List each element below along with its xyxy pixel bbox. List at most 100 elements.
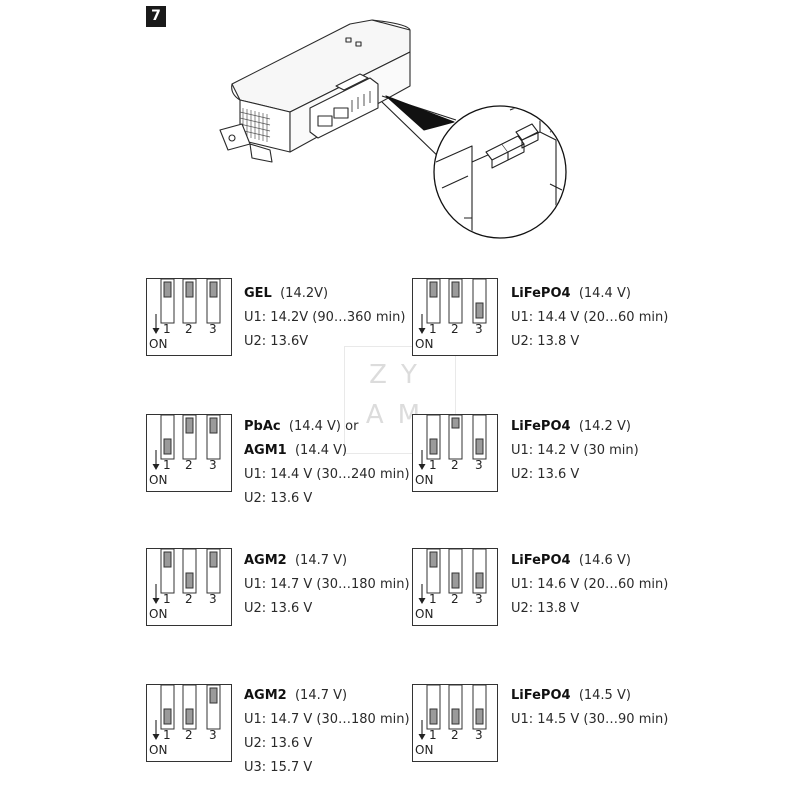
charge-profile-description: AGM2 (14.7 V)U1: 14.7 V (30…180 min) U2: … [244,684,410,780]
voltage-value: (14.2V) [280,286,329,301]
dip-switch-knob [163,708,172,725]
profile-line: U1: 14.4 V (20…60 min) [511,306,668,330]
charge-profile-description: LiFePO4 (14.4 V)U1: 14.4 V (20…60 min)U2… [511,282,668,354]
voltage-value: U2: 13.6 V [244,601,313,616]
profile-line: U1: 14.7 V (30…180 min) [244,573,410,597]
profile-line: U2: 13.8 V [511,597,668,621]
dip-position-number: 2 [185,322,193,336]
dip-switch-knob [209,417,218,434]
voltage-value: U1: 14.2V (90…360 min) [244,310,406,325]
watermark: ZY AM [344,346,456,454]
profile-line: U2: 13.6 V [244,597,410,621]
dip-switch-frame [160,549,221,594]
dip-switch-frame [160,279,221,324]
voltage-value: U3: 15.7 V [244,760,313,775]
dip-switch-knob [451,572,460,589]
dip-position-number: 2 [451,728,459,742]
voltage-value: U2: 13.8 V [511,334,580,349]
dip-switch-knob [475,302,484,319]
voltage-value: U1: 14.4 V (20…60 min) [511,310,669,325]
dip-position-number: 1 [163,728,171,742]
voltage-value: (14.2 V) [578,419,631,434]
voltage-value: (14.4 V) [294,443,348,458]
dip-position-number: 1 [163,322,171,336]
dip-on-label: ON [415,473,434,487]
charger-device-illustration [210,12,580,244]
dip-switch-knob [429,281,438,298]
arrow-down-icon [152,450,160,470]
voltage-value: (14.4 V) or [288,419,359,434]
profile-line: LiFePO4 (14.6 V) [511,549,668,573]
dip-switch-knob [209,551,218,568]
voltage-value: U2: 13.6 V [244,491,313,506]
voltage-value: U2: 13.6 V [244,736,313,751]
arrow-down-icon [152,584,160,604]
dip-position-number: 3 [475,322,483,336]
watermark-line: ZY [369,360,431,390]
dip-switch-knob [475,438,484,455]
dip-on-label: ON [149,337,168,351]
voltage-value: U2: 13.6V [244,334,309,349]
dip-position-number: 1 [429,592,437,606]
dip-position-number: 1 [429,458,437,472]
dip-switch-knob [185,417,194,434]
arrow-down-icon [418,720,426,740]
voltage-value: U2: 13.6 V [511,467,580,482]
dip-position-number: 2 [185,458,193,472]
profile-line: U2: 13.6V [244,330,405,354]
dip-position-number: 3 [475,458,483,472]
charge-profile-description: LiFePO4 (14.6 V)U1: 14.6 V (20…60 min)U2… [511,549,668,621]
dip-position-number: 2 [185,728,193,742]
dip-switch-frame [160,685,221,730]
arrow-down-icon [418,584,426,604]
dip-position-number: 3 [475,728,483,742]
dip-on-label: ON [415,337,434,351]
profile-line: U2: 13.8 V [511,330,668,354]
dip-on-label: ON [415,607,434,621]
figure-number: 7 [146,6,166,27]
battery-type-label: LiFePO4 [511,688,571,703]
dip-switch-frame [426,279,487,324]
battery-type-label: LiFePO4 [511,553,571,568]
dip-switch-knob [475,572,484,589]
profile-line: AGM2 (14.7 V) [244,684,410,708]
dip-switch-knob [429,551,438,568]
dip-position-number: 3 [209,728,217,742]
dip-position-number: 3 [209,592,217,606]
arrow-down-icon [152,314,160,334]
profile-line: U1: 14.7 V (30…180 min) [244,708,410,732]
dip-position-number: 1 [163,592,171,606]
dip-position-number: 3 [209,322,217,336]
profile-line: U1: 14.2V (90…360 min) [244,306,405,330]
battery-type-label: GEL [244,286,272,301]
arrow-down-icon [152,720,160,740]
profile-line: PbAc (14.4 V) or [244,415,410,439]
dip-on-label: ON [149,607,168,621]
dip-switch-knob [209,687,218,704]
voltage-value: (14.6 V) [578,553,631,568]
dip-switch-frame [160,415,221,460]
dip-switch-knob [163,281,172,298]
profile-line: AGM2 (14.7 V) [244,549,410,573]
dip-switch-frame [426,415,487,460]
dip-position-number: 2 [451,592,459,606]
dip-position-number: 3 [475,592,483,606]
dip-on-label: ON [415,743,434,757]
dip-switch-knob [185,281,194,298]
dip-position-number: 1 [429,728,437,742]
battery-type-label: AGM2 [244,688,287,703]
charge-profile-description: LiFePO4 (14.5 V)U1: 14.5 V (30…90 min) [511,684,668,732]
profile-line: U1: 14.5 V (30…90 min) [511,708,668,732]
dip-position-number: 2 [451,322,459,336]
dip-switch-knob [451,281,460,298]
voltage-value: (14.4 V) [578,286,631,301]
battery-type-label: LiFePO4 [511,419,571,434]
charge-profile-description: LiFePO4 (14.2 V)U1: 14.2 V (30 min)U2: 1… [511,415,639,487]
profile-line: U2: 13.6 V [244,732,410,756]
